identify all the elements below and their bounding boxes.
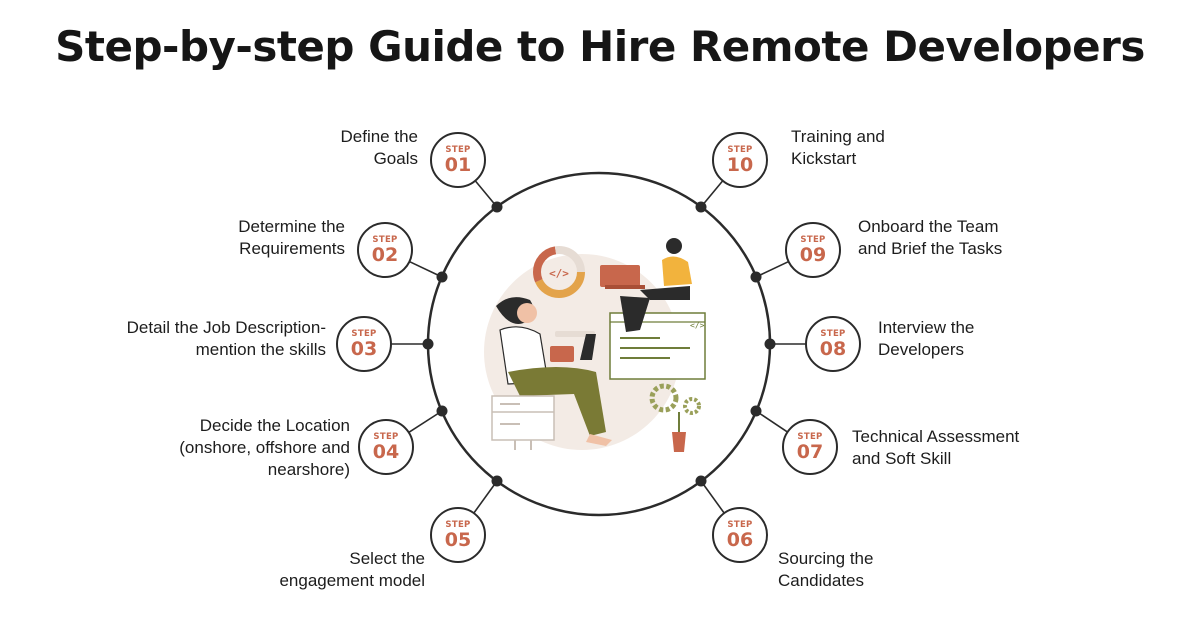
step-badge-number: 05 — [445, 529, 471, 551]
ring-dot-04 — [436, 405, 448, 417]
connector-line-01 — [474, 180, 498, 208]
step-connectors — [391, 180, 806, 514]
developer-male-figure — [600, 238, 692, 332]
step-badge-number: 07 — [797, 441, 823, 463]
step-badge-number: 08 — [820, 338, 846, 360]
step-label-05: Select the engagement model — [279, 549, 425, 590]
donut-chart-graphic: </> — [533, 246, 585, 298]
step-badge-circle — [358, 419, 414, 475]
step-badge-number: 04 — [373, 441, 399, 463]
step-badge-word: STEP — [727, 145, 752, 155]
ring-dot-01 — [491, 201, 503, 213]
connector-line-09 — [755, 260, 789, 278]
step-label-09: Onboard the Team and Brief the Tasks — [858, 217, 1003, 258]
connector-line-10 — [700, 180, 724, 208]
svg-text:</>: </> — [690, 321, 705, 330]
developers-working-illustration: </> </> — [484, 238, 706, 452]
step-badge-number: 09 — [800, 244, 826, 266]
step-label-06: Sourcing the Candidates — [778, 549, 874, 590]
step-badge-circle — [336, 316, 392, 372]
step-badge-word: STEP — [445, 145, 470, 155]
step-badge-circle — [430, 132, 486, 188]
step-label-02: Determine the Requirements — [238, 217, 345, 258]
cabinet-graphic — [491, 395, 555, 450]
ring-dot-10 — [695, 201, 707, 213]
connector-line-07 — [755, 410, 788, 433]
step-badge-number: 06 — [727, 529, 753, 551]
plant-graphic — [672, 412, 686, 452]
code-window-graphic: </> — [609, 312, 706, 380]
gear-graphic — [649, 383, 701, 415]
step-label-08: Interview the Developers — [878, 318, 975, 359]
step-badge-word: STEP — [727, 520, 752, 530]
step-badge-circle — [785, 222, 841, 278]
ring-dot-02 — [436, 271, 448, 283]
connector-line-06 — [700, 480, 725, 514]
step-badge-circle — [430, 507, 486, 563]
step-badge-number: 03 — [351, 338, 377, 360]
step-badge-number: 10 — [727, 154, 753, 176]
step-label-04: Decide the Location (onshore, offshore a… — [179, 416, 350, 479]
developer-female-figure — [496, 297, 612, 446]
step-badge-circle — [712, 507, 768, 563]
ring-dot-07 — [750, 405, 762, 417]
step-badge-word: STEP — [372, 235, 397, 245]
step-badge-word: STEP — [820, 329, 845, 339]
connector-line-04 — [408, 410, 443, 434]
page-title: Step-by-step Guide to Hire Remote Develo… — [55, 22, 1145, 71]
ring-dot-09 — [750, 271, 762, 283]
step-label-03: Detail the Job Description- mention the … — [126, 318, 326, 359]
step-badge-word: STEP — [373, 432, 398, 442]
ring-dot-08 — [764, 338, 776, 350]
step-label-01: Define the Goals — [340, 127, 419, 168]
step-badges: STEP01STEP02STEP03STEP04STEP05STEP06STEP… — [336, 132, 861, 563]
step-badge-circle — [782, 419, 838, 475]
ring-dot-06 — [695, 475, 707, 487]
ring-dot-05 — [491, 475, 503, 487]
step-label-07: Technical Assessment and Soft Skill — [852, 427, 1020, 468]
step-label-10: Training and Kickstart — [791, 127, 885, 168]
code-symbol: </> — [549, 267, 569, 280]
step-badge-word: STEP — [800, 235, 825, 245]
step-badge-circle — [357, 222, 413, 278]
step-badge-word: STEP — [445, 520, 470, 530]
step-badge-circle — [805, 316, 861, 372]
step-badge-word: STEP — [797, 432, 822, 442]
step-badge-circle — [712, 132, 768, 188]
step-badge-word: STEP — [351, 329, 376, 339]
step-badge-number: 02 — [372, 244, 398, 266]
connector-line-05 — [473, 480, 498, 514]
ring-dot-03 — [422, 338, 434, 350]
step-badge-number: 01 — [445, 154, 471, 176]
connector-line-02 — [409, 260, 443, 278]
